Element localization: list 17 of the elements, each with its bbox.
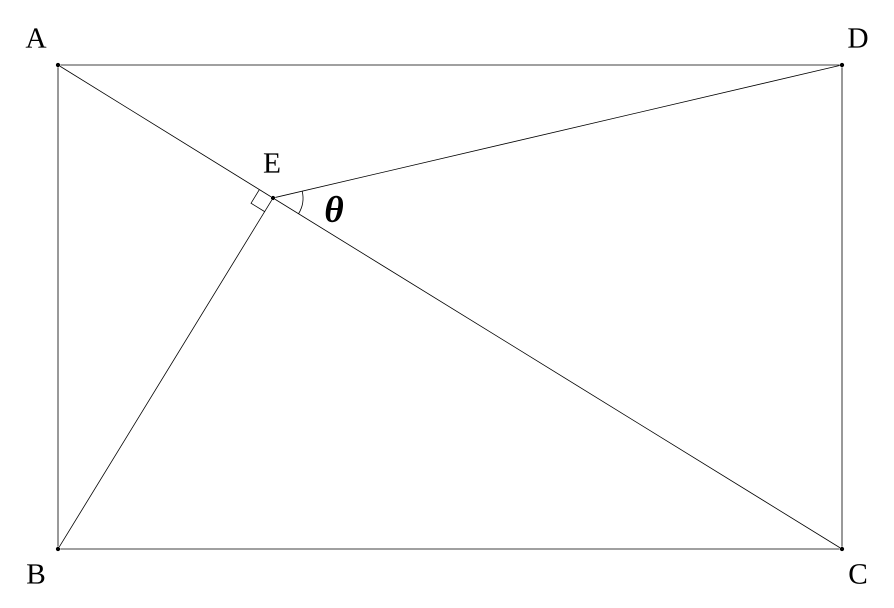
node-label: C (849, 564, 866, 584)
point: B (27, 546, 60, 584)
angle-label: θ (326, 196, 344, 222)
line-segment (60, 66, 272, 198)
point: E (264, 153, 280, 200)
point: A (26, 28, 60, 68)
point: D (840, 28, 868, 68)
point: C (840, 546, 866, 584)
node-label: D (848, 28, 868, 48)
line-segment (274, 198, 840, 548)
line-segment (60, 64, 840, 66)
line-segment (60, 548, 840, 550)
node-label: A (26, 28, 46, 48)
line-segment (58, 200, 272, 548)
node-label: B (27, 564, 44, 584)
line-segment (274, 65, 840, 198)
node-label: E (264, 153, 280, 173)
